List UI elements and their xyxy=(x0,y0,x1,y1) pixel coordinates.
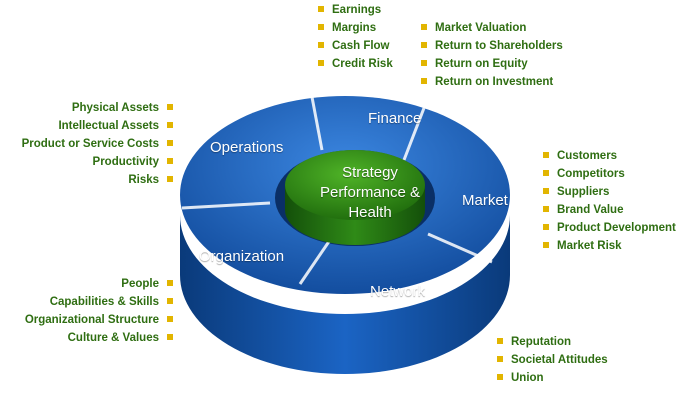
bullet-icon xyxy=(318,23,324,30)
bullet-icon xyxy=(318,41,324,48)
list-item: Societal Attitudes xyxy=(497,351,608,369)
bullet-icon xyxy=(318,59,324,66)
segment-dividers xyxy=(181,96,493,285)
list-item: Margins xyxy=(318,19,393,37)
finance-metrics-list-b: Market Valuation Return to Shareholders … xyxy=(421,19,563,91)
center-label-line-2: Performance & xyxy=(319,184,421,201)
finance-metrics-list-a: Earnings Margins Cash Flow Credit Risk xyxy=(318,1,393,73)
bullet-icon xyxy=(543,241,549,248)
bullet-icon xyxy=(167,297,173,304)
bullet-icon xyxy=(318,5,324,12)
bullet-icon xyxy=(167,157,173,164)
list-item: Product or Service Costs xyxy=(22,135,173,153)
segment-label-market: Market xyxy=(462,192,508,209)
bullet-icon xyxy=(543,205,549,212)
list-item: Market Valuation xyxy=(421,19,563,37)
bullet-icon xyxy=(167,139,173,146)
center-cylinder-top xyxy=(285,150,425,220)
bullet-icon xyxy=(167,279,173,286)
bullet-icon xyxy=(421,59,427,66)
list-item: Customers xyxy=(543,147,676,165)
list-item: Physical Assets xyxy=(22,99,173,117)
list-item: Culture & Values xyxy=(25,329,173,347)
list-item: Risks xyxy=(22,171,173,189)
bullet-icon xyxy=(167,121,173,128)
segment-label-finance: Finance xyxy=(368,110,422,127)
list-item: Earnings xyxy=(318,1,393,19)
list-item: Capabilities & Skills xyxy=(25,293,173,311)
list-item: Intellectual Assets xyxy=(22,117,173,135)
bullet-icon xyxy=(543,187,549,194)
bullet-icon xyxy=(167,175,173,182)
bullet-icon xyxy=(497,337,503,344)
operations-metrics-list: Physical Assets Intellectual Assets Prod… xyxy=(22,99,173,189)
segment-label-organization: Organization xyxy=(199,248,285,265)
list-item: Brand Value xyxy=(543,201,676,219)
list-item: Cash Flow xyxy=(318,37,393,55)
bullet-icon xyxy=(543,223,549,230)
list-item: People xyxy=(25,275,173,293)
list-item: Return on Investment xyxy=(421,73,563,91)
list-item: Union xyxy=(497,369,608,387)
market-metrics-list: Customers Competitors Suppliers Brand Va… xyxy=(543,147,676,255)
network-metrics-list: Reputation Societal Attitudes Union xyxy=(497,333,608,387)
list-item: Market Risk xyxy=(543,237,676,255)
segment-label-network: Network xyxy=(370,283,426,300)
bullet-icon xyxy=(497,355,503,362)
list-item: Reputation xyxy=(497,333,608,351)
bullet-icon xyxy=(167,315,173,322)
list-item: Product Development xyxy=(543,219,676,237)
segment-label-operations: Operations xyxy=(210,139,284,156)
list-item: Suppliers xyxy=(543,183,676,201)
list-item: Return to Shareholders xyxy=(421,37,563,55)
bullet-icon xyxy=(167,103,173,110)
center-label-line-3: Health xyxy=(348,204,392,221)
bullet-icon xyxy=(421,77,427,84)
bullet-icon xyxy=(167,333,173,340)
bullet-icon xyxy=(543,169,549,176)
list-item: Credit Risk xyxy=(318,55,393,73)
bullet-icon xyxy=(543,151,549,158)
center-label: Strategy Performance & Health xyxy=(300,163,440,223)
organization-metrics-list: People Capabilities & Skills Organizatio… xyxy=(25,275,173,347)
ring-side xyxy=(180,215,510,374)
center-label-line-1: Strategy xyxy=(342,164,398,181)
bullet-icon xyxy=(421,41,427,48)
list-item: Productivity xyxy=(22,153,173,171)
bullet-icon xyxy=(497,373,503,380)
list-item: Return on Equity xyxy=(421,55,563,73)
bullet-icon xyxy=(421,23,427,30)
list-item: Organizational Structure xyxy=(25,311,173,329)
list-item: Competitors xyxy=(543,165,676,183)
